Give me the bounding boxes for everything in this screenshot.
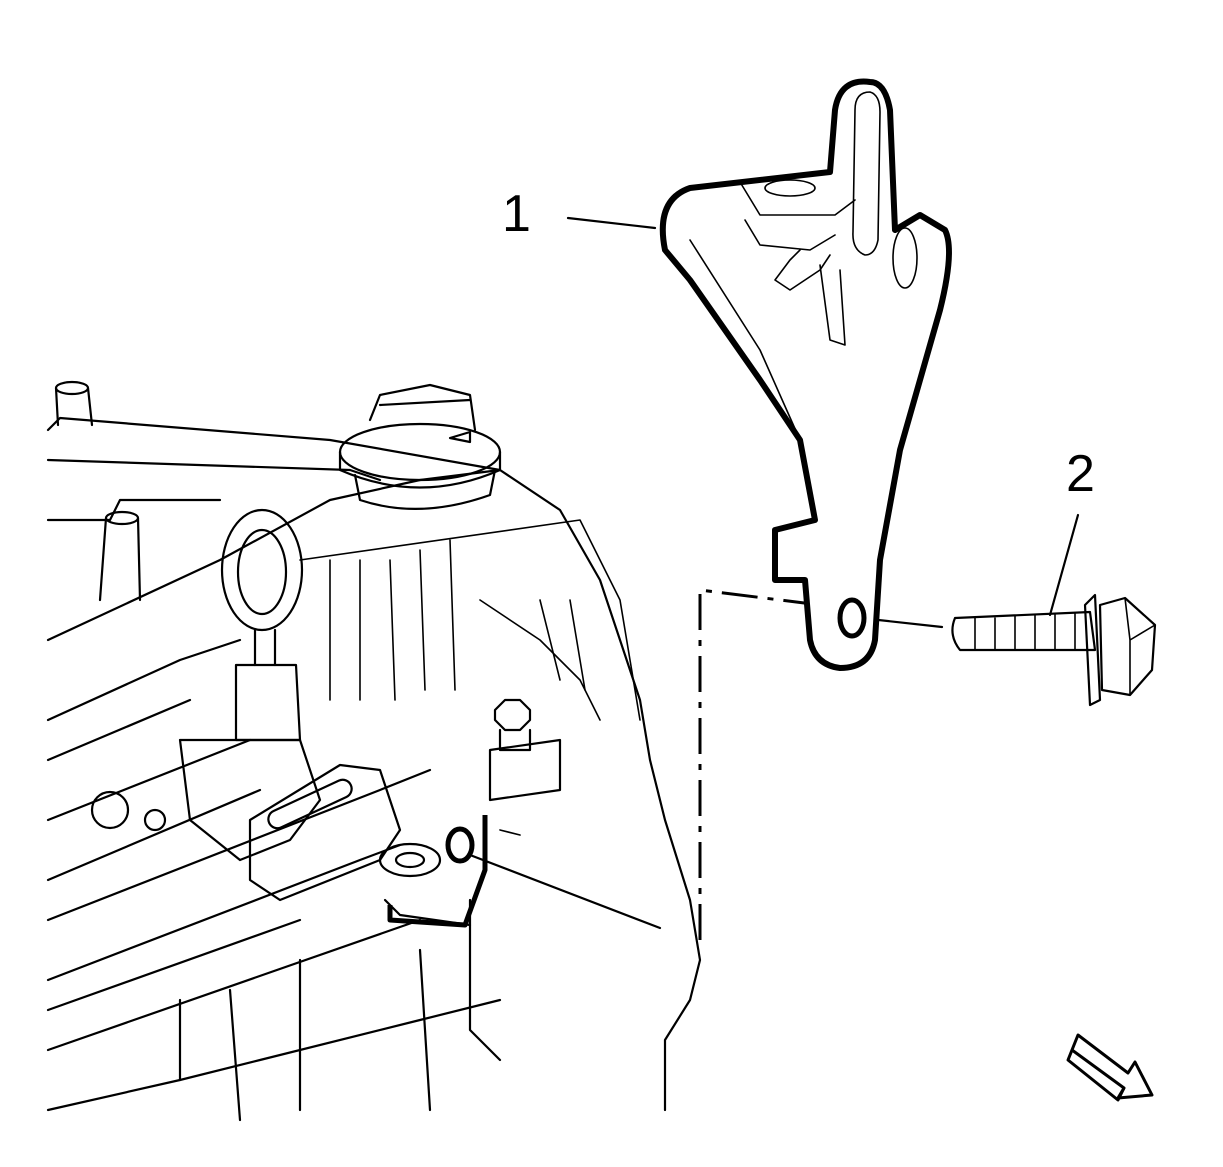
bracket-part-1	[659, 78, 952, 671]
callout-label-2: 2	[1066, 445, 1095, 503]
view-direction-arrow-icon	[1066, 1033, 1154, 1102]
bolt-part-2	[951, 593, 1157, 707]
callout-label-1: 1	[502, 185, 531, 243]
engine-block	[46, 380, 702, 1122]
